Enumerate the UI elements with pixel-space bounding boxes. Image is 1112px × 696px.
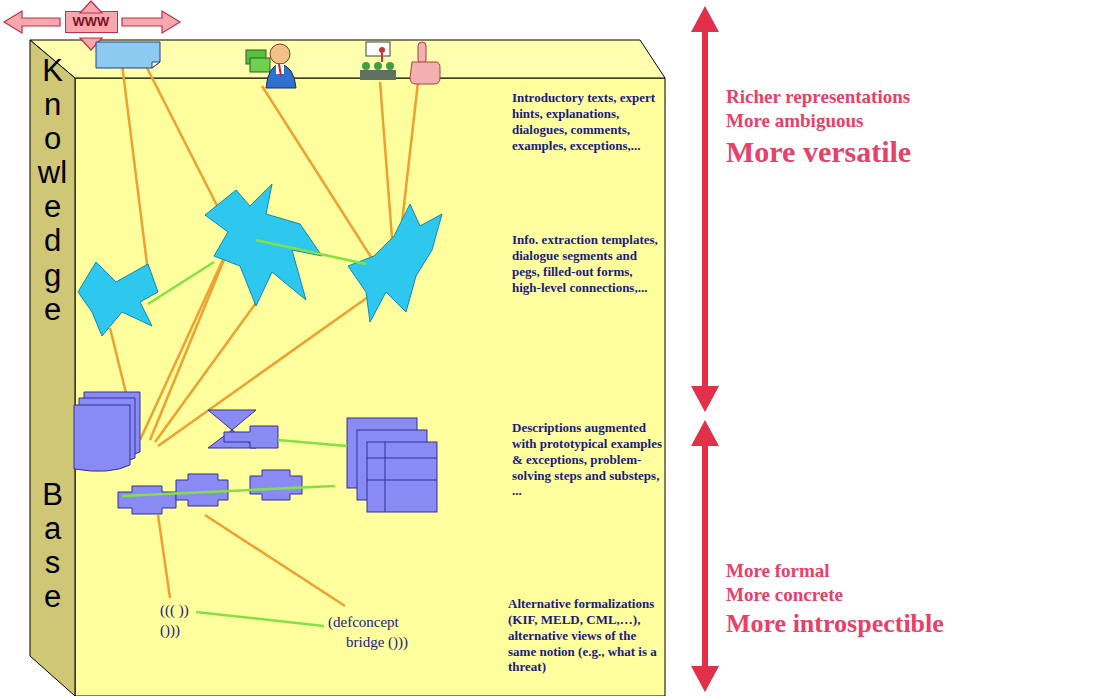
line-shape [148,262,214,304]
circle-shape [379,47,385,53]
path-shape [176,474,228,506]
scale-note: More ambiguous [726,110,863,133]
circle-shape [374,62,382,70]
scale-note: More concrete [726,584,843,607]
text-holder: Base [37,478,68,614]
web-box: WWW [65,11,118,33]
line-shape [381,53,383,62]
label-holder: More introspectible [726,608,944,639]
path-shape [410,62,440,84]
vertical-title: Base [37,478,68,614]
polygon-shape [4,11,60,33]
label-holder: (defconcept bridge ())) [328,612,438,653]
line-shape [158,515,170,598]
circle-shape [386,62,394,70]
hand-icon [410,42,440,84]
line-shape [279,64,281,76]
circle-shape [270,44,290,64]
concept-blobs [78,184,442,336]
path-shape [96,42,160,68]
line-shape [278,440,347,446]
level-description: Introductory texts, expert hints, explan… [512,90,662,153]
label-holder: Descriptions augmented with prototypical… [512,420,662,499]
line-shape [367,480,437,481]
polygon-shape [691,6,719,32]
line-shape [205,515,345,606]
box-side-face [30,40,75,696]
line-shape [122,64,148,272]
path-shape [152,62,160,68]
label-holder: Alternative formalizations (KIF, MELD, C… [508,596,662,675]
rect-shape [702,30,708,390]
vertical-title: Knowledge [37,54,68,327]
circle-shape [362,62,370,70]
label-holder: More versatile [726,134,911,170]
label-holder: More concrete [726,584,843,607]
path-shape [118,486,176,514]
rect-shape [418,42,426,64]
line-shape [158,292,375,446]
path-shape [224,426,278,448]
line-shape [367,458,437,459]
line-shape [196,612,324,626]
label-holder: Info. extraction templates, dialogue seg… [512,232,662,295]
path-shape [250,470,302,500]
level-description: Descriptions augmented with prototypical… [512,420,662,499]
teacher-icon [360,42,396,80]
polygon-shape [208,410,256,430]
label-holder: Introductory texts, expert hints, explan… [512,90,662,153]
polygon-shape [122,11,180,33]
line-shape [122,486,335,496]
box-front-face [75,78,665,696]
scale-note: More formal [726,560,830,583]
path-shape [78,262,158,336]
green-links [122,240,366,626]
node-label: WWW [73,14,110,30]
rect-shape [360,70,396,80]
orange-links [110,64,418,606]
document-icon [96,42,160,68]
polygon-shape [691,666,719,692]
path-shape [74,405,130,471]
level-description: Alternative formalizations (KIF, MELD, C… [508,596,662,675]
formal-code: (defconcept bridge ())) [328,612,438,653]
label-holder: Richer representations [726,86,910,109]
path-shape [266,64,296,88]
line-shape [385,442,386,512]
polygon-shape [80,1,102,13]
expert-icon [246,44,296,88]
scale-note: More versatile [726,134,911,170]
rect-shape [250,58,270,72]
box-top-face [30,40,665,78]
line-shape [380,82,392,238]
line-shape [256,240,366,264]
polygon-shape [691,386,719,412]
scale-arrows [691,6,719,692]
path-shape [205,184,322,306]
text-holder: WWW [73,14,110,30]
level-description: Info. extraction templates, dialogue seg… [512,232,662,295]
rect-shape [702,442,708,668]
formal-code: ((( )) ())) [160,600,202,641]
frame-structures [74,392,437,514]
rect-shape [367,442,437,512]
scale-note: More introspectible [726,608,944,639]
polygon-shape [691,420,719,446]
label-holder: More ambiguous [726,110,863,133]
label-holder: ((( )) ())) [160,600,202,641]
text-holder: Knowledge [37,54,68,327]
label-holder: More formal [726,560,830,583]
rect-shape [366,42,390,56]
scale-note: Richer representations [726,86,910,109]
